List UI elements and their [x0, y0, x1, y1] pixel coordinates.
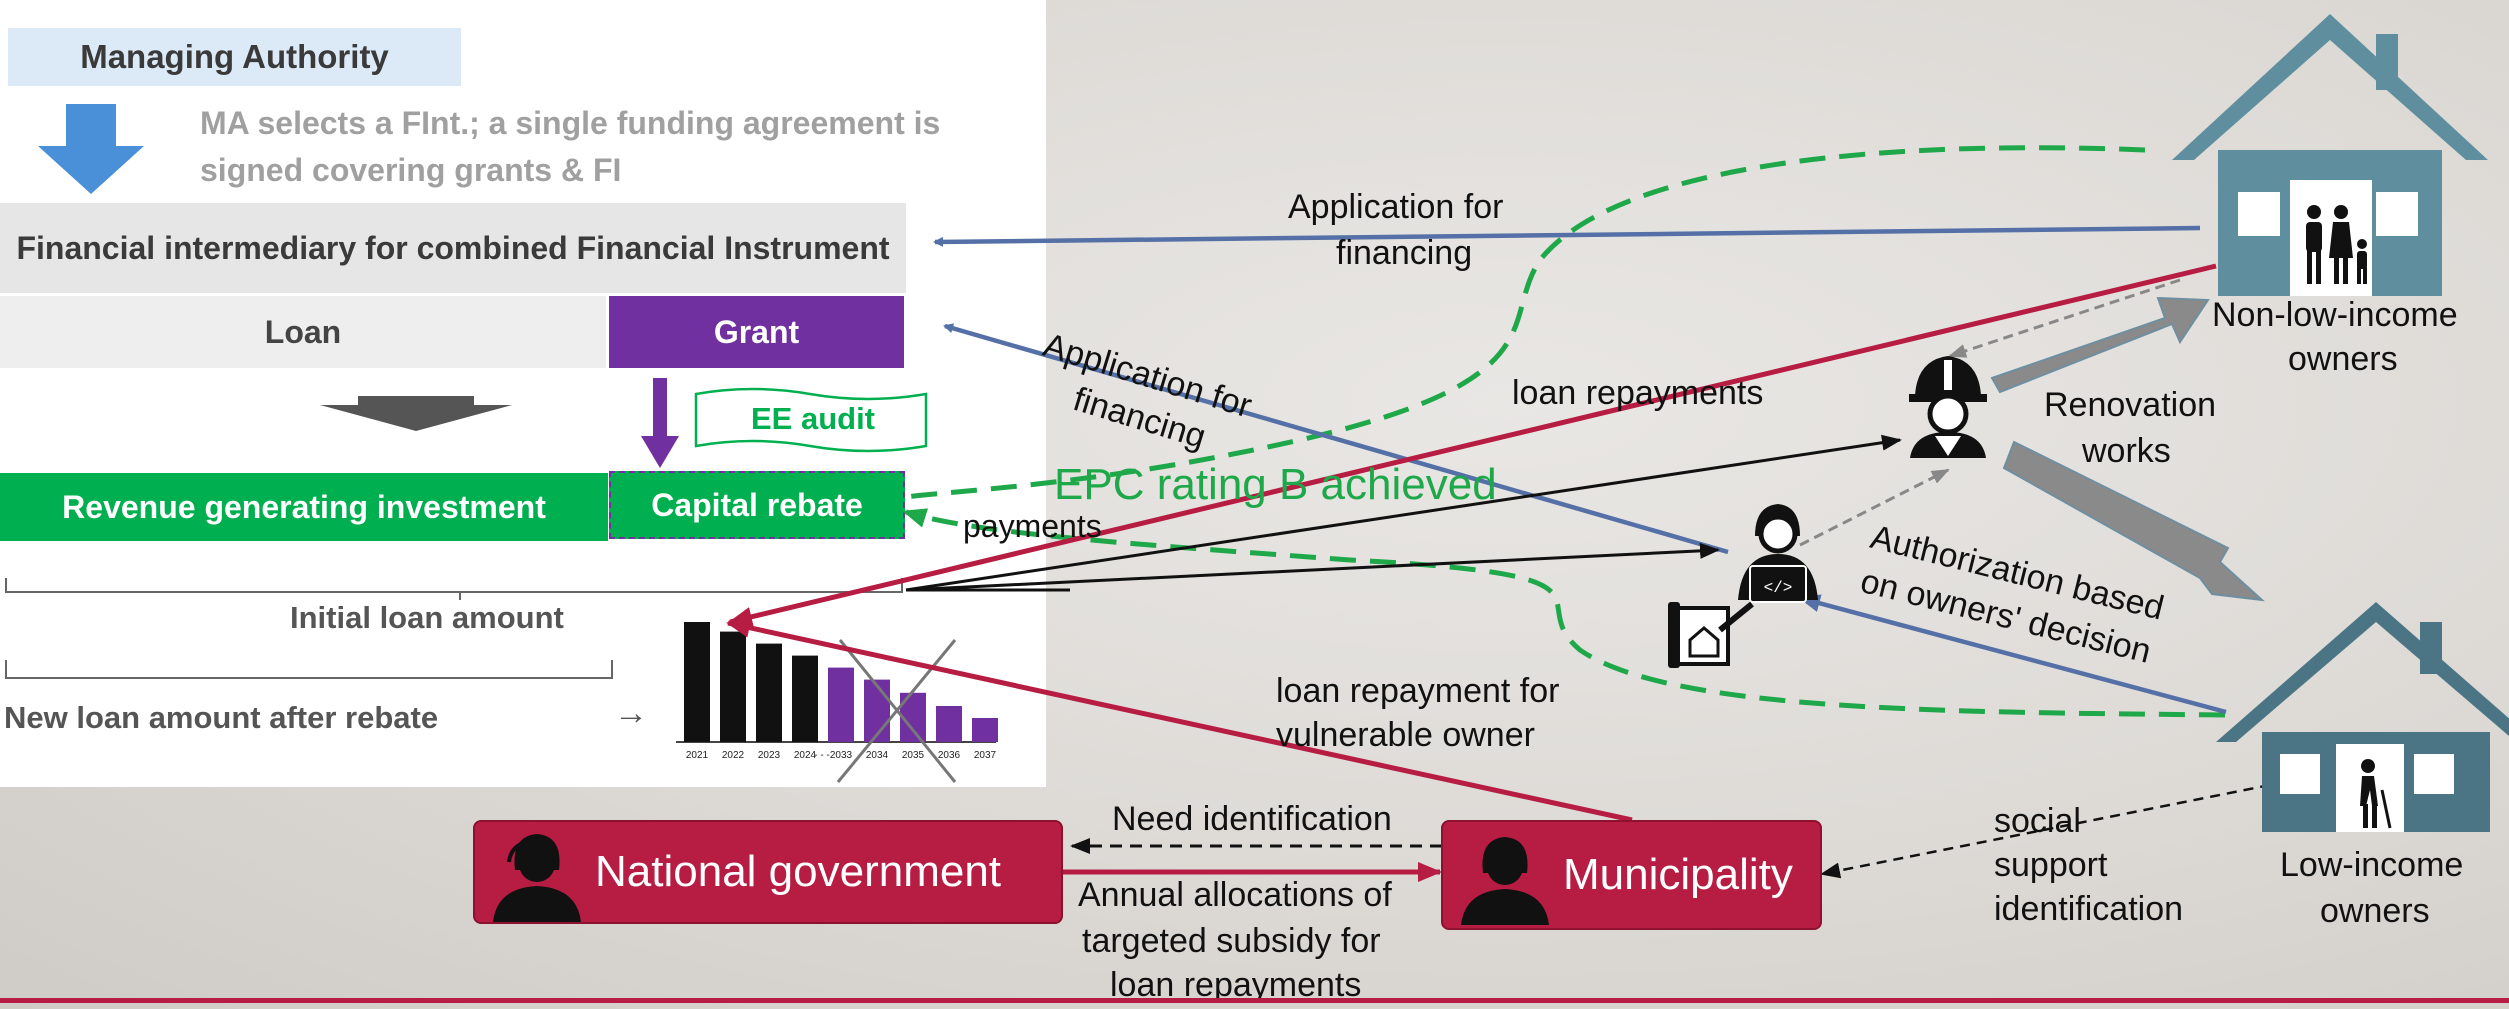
construction-worker-icon — [1909, 356, 1987, 458]
vulnerable-repayment-arrow — [726, 617, 1633, 823]
woman-avatar-icon — [493, 834, 581, 922]
ma-description: MA selects a FInt.; a single funding agr… — [200, 100, 980, 194]
municipality-box: Municipality — [1441, 820, 1822, 930]
application-arrow-top — [933, 225, 2201, 247]
woman-avatar-icon — [1461, 837, 1549, 925]
chart-tick-2035: 2035 — [902, 750, 925, 761]
low-income-line2: owners — [2320, 892, 2430, 930]
chart-tick-2023: 2023 — [758, 750, 781, 761]
ee-audit-banner-icon — [694, 387, 928, 453]
renovation-line1: Renovation — [2044, 386, 2217, 424]
payments-label: payments — [963, 508, 1102, 544]
engineer-icon: </> — [1738, 504, 1818, 603]
social-support-arrow — [1820, 783, 2271, 879]
non-low-income-line1: Non-low-income — [2212, 296, 2458, 334]
initial-loan-label: Initial loan amount — [290, 600, 564, 635]
financing-structure-panel: Managing Authority MA selects a FInt.; a… — [0, 0, 1046, 787]
chart-bar-2037 — [972, 718, 998, 742]
chart-tick-2021: 2021 — [686, 750, 709, 761]
low-income-line1: Low-income — [2280, 846, 2464, 884]
chart-ellipsis: - - - — [814, 750, 830, 761]
social-support-line1: social — [1994, 802, 2081, 840]
chart-bar-2023 — [756, 643, 782, 742]
purple-down-arrow-icon — [641, 378, 679, 468]
epc-flow-upper-dashed — [905, 145, 2146, 500]
need-identification-label: Need identification — [1112, 800, 1392, 838]
gray-dashed-engineer — [1799, 468, 1950, 547]
loan-repayments-label: loan repayments — [1512, 374, 1764, 412]
annual-allocations-line3: loan repayments — [1110, 966, 1362, 1004]
renovation-arrow-up-icon — [1990, 296, 2210, 394]
application-arrow-mid — [943, 323, 1729, 555]
annual-allocations-line2: targeted subsidy for — [1082, 922, 1381, 960]
financial-intermediary-box: Financial intermediary for combined Fina… — [0, 203, 906, 293]
chart-bar-2024 — [792, 655, 818, 742]
down-arrow-icon — [38, 104, 144, 194]
chart-tick-2024: 2024 — [794, 750, 817, 761]
gray-dashed-worker — [1948, 278, 2181, 358]
low-income-house-icon — [2216, 602, 2509, 832]
non-low-income-line2: owners — [2288, 340, 2398, 378]
chart-tick-2036: 2036 — [938, 750, 961, 761]
chart-tick-2022: 2022 — [722, 750, 745, 761]
blueprint-house-icon — [1668, 601, 1754, 668]
grant-box: Grant — [609, 296, 904, 368]
loan-repayments-arrow — [728, 263, 2217, 627]
chart-tick-2037: 2037 — [974, 750, 997, 761]
renovation-line2: works — [2082, 432, 2171, 470]
chart-tick-2033: 2033 — [830, 750, 853, 761]
social-support-line2: support — [1994, 846, 2108, 884]
chart-bar-2021 — [684, 622, 710, 742]
bottom-accent-line — [0, 998, 2509, 1003]
renovation-arrow-down-icon — [2002, 440, 2266, 602]
application-top-line2: financing — [1336, 234, 1473, 272]
loan-amount-brackets — [5, 578, 903, 679]
svg-text:</>: </> — [1764, 579, 1793, 597]
national-government-box: National government — [473, 820, 1063, 924]
chart-bar-2034 — [864, 679, 890, 742]
national-government-label: National government — [595, 847, 1002, 896]
authorization-arrow — [1798, 594, 2227, 715]
application-top-line1: Application for — [1288, 188, 1504, 226]
ee-audit-label: EE audit — [750, 401, 875, 436]
epc-flow-lower-dashed — [902, 508, 2226, 718]
ma-desc-line2: signed covering grants & FI — [200, 152, 622, 188]
payments-arrow-engineer — [905, 542, 1720, 592]
chart-tick-2034: 2034 — [866, 750, 889, 761]
non-low-income-house-icon — [2172, 14, 2488, 296]
chart-bar-2022 — [720, 631, 746, 742]
revenue-investment-box: Revenue generating investment — [0, 473, 608, 541]
social-support-line3: identification — [1994, 890, 2184, 928]
capital-rebate-box: Capital rebate — [609, 471, 905, 539]
down-arrow-dark-icon — [320, 396, 512, 431]
epc-rating-label: EPC rating B achieved — [1054, 460, 1497, 509]
new-loan-label: New loan amount after rebate — [4, 700, 439, 735]
ma-desc-line1: MA selects a FInt.; a single funding agr… — [200, 105, 941, 141]
chart-bar-2036 — [936, 706, 962, 742]
right-arrow-glyph: → — [614, 694, 648, 732]
chart-crossout — [836, 639, 957, 783]
payments-arrow-worker — [905, 434, 1902, 592]
vulnerable-repayment-line2: vulnerable owner — [1276, 716, 1535, 754]
chart-bar-2033 — [828, 667, 854, 742]
annual-allocations-line1: Annual allocations of — [1078, 876, 1392, 914]
vulnerable-repayment-line1: loan repayment for — [1276, 672, 1560, 710]
loan-box: Loan — [0, 296, 606, 368]
managing-authority-box: Managing Authority — [8, 28, 461, 86]
municipality-label: Municipality — [1563, 850, 1793, 899]
